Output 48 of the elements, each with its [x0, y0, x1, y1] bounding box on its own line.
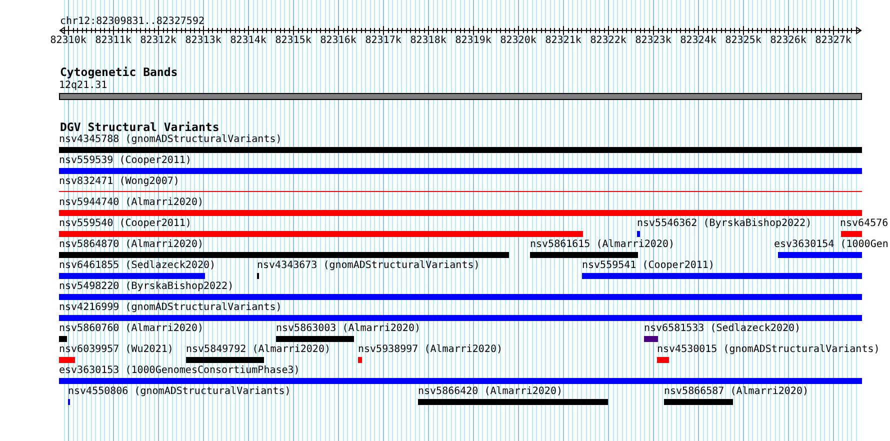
variant-label: nsv4550806 (gnomADStructuralVariants) [68, 386, 291, 397]
variant-label: nsv5866587 (Almarri2020) [664, 386, 808, 397]
tick-label: 82323k [635, 34, 672, 46]
tick-label: 82315k [275, 34, 312, 46]
tick-label: 82325k [725, 34, 762, 46]
variant-label: nsv5498220 (ByrskaBishop2022) [59, 281, 235, 292]
variant-label: nsv5866420 (Almarri2020) [418, 386, 564, 397]
tick-label: 82326k [770, 34, 806, 46]
tick-label: 82310k [50, 34, 86, 46]
band-label: 12q21.31 [59, 80, 108, 91]
variant-label: nsv832471 (Wong2007) [59, 176, 180, 187]
variant-label: nsv4345788 (gnomADStructuralVariants) [59, 134, 283, 145]
tick-label: 82327k [815, 34, 852, 46]
tick-label: 82322k [590, 34, 626, 46]
tick-label: 82317k [365, 34, 402, 46]
variant-label: nsv5944740 (Almarri2020) [59, 197, 204, 208]
tick-label: 82324k [680, 34, 716, 46]
variant-label: nsv4530015 (gnomADStructuralVariants) [657, 344, 880, 355]
tick-label: 82318k [410, 34, 446, 46]
region-label: chr12:82309831..82327592 [60, 16, 204, 26]
tick-label: 82320k [500, 34, 536, 46]
variant-label: nsv559540 (Cooper2011) [59, 218, 192, 229]
track-title: Cytogenetic Bands [60, 66, 178, 79]
variant-label: nsv4343673 (gnomADStructuralVariants) [257, 260, 480, 271]
variant-label: nsv6581533 (Sedlazeck2020) [644, 323, 801, 334]
variant-label: nsv5863003 (Almarri2020) [276, 323, 420, 334]
variant-label: nsv64576 [840, 218, 888, 229]
variant-label: nsv559541 (Cooper2011) [582, 260, 716, 271]
tick-label: 82321k [545, 34, 582, 46]
variant-label: nsv5861615 (Almarri2020) [530, 239, 674, 250]
variant-label: nsv5938997 (Almarri2020) [358, 344, 502, 355]
variant-label: nsv6461855 (Sedlazeck2020) [59, 260, 216, 271]
variant-label: nsv5860760 (Almarri2020) [59, 323, 204, 334]
variant-label: nsv5849792 (Almarri2020) [186, 344, 330, 355]
variant-label: nsv559539 (Cooper2011) [59, 155, 192, 166]
tick-label: 82319k [455, 34, 492, 46]
tick-label: 82312k [140, 34, 176, 46]
tick-label: 82313k [185, 34, 222, 46]
variant-label: nsv5546362 (ByrskaBishop2022) [637, 218, 812, 229]
variant-label: esv3630154 (1000Gen [774, 239, 888, 250]
variant-label: nsv5864870 (Almarri2020) [59, 239, 204, 250]
variant-label: nsv4216999 (gnomADStructuralVariants) [59, 302, 283, 313]
tick-label: 82311k [95, 34, 132, 46]
tick-label: 82316k [320, 34, 356, 46]
tick-label: 82314k [230, 34, 266, 46]
track-title: DGV Structural Variants [60, 121, 220, 134]
variant-label: esv3630153 (1000GenomesConsortiumPhase3) [59, 365, 301, 376]
variant-label: nsv6039957 (Wu2021) [59, 344, 174, 355]
